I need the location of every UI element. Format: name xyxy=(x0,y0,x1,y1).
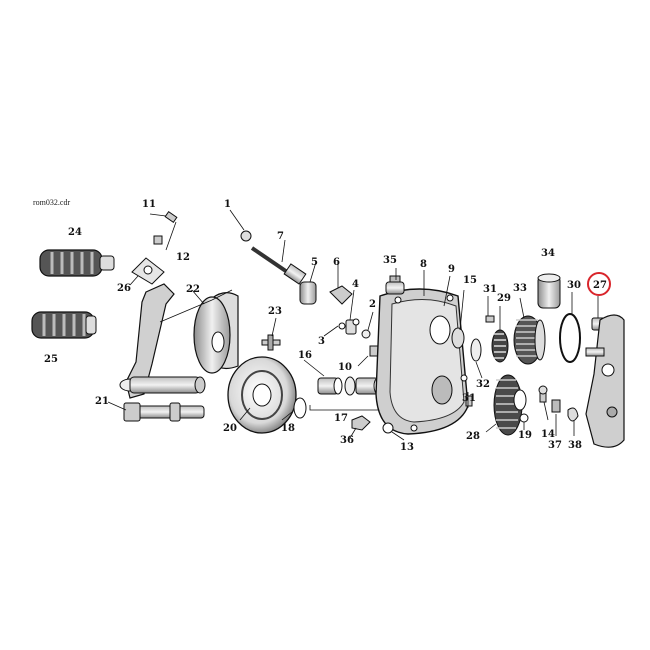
part-number-38: 38 xyxy=(568,440,582,451)
file-name-label: rom032.cdr xyxy=(33,198,71,207)
kicker-cover-plate xyxy=(193,292,239,374)
part-number-33: 33 xyxy=(513,283,527,294)
part-number-3: 3 xyxy=(318,336,325,347)
stud xyxy=(485,315,495,323)
part-number-5: 5 xyxy=(311,257,318,268)
part-number-11: 11 xyxy=(142,199,156,210)
part-number-6: 6 xyxy=(333,257,340,268)
part-number-22: 22 xyxy=(186,284,200,295)
kicker-shaft xyxy=(123,402,205,422)
part-number-36: 36 xyxy=(340,435,354,446)
part-number-16: 16 xyxy=(298,350,312,361)
bearing xyxy=(537,273,561,309)
part-number-17: 17 xyxy=(334,413,348,424)
part-number-4: 4 xyxy=(352,279,359,290)
footpeg-rubber-lower xyxy=(31,311,97,339)
drive-gear xyxy=(493,374,527,436)
spacer xyxy=(470,338,482,362)
retainer xyxy=(567,407,579,422)
part-number-10: 10 xyxy=(338,362,352,373)
clutch-gear xyxy=(513,315,546,365)
kicker-pedal xyxy=(131,210,178,285)
part-number-28: 28 xyxy=(466,431,480,442)
part-number-19: 19 xyxy=(518,430,532,441)
part-number-29: 29 xyxy=(497,293,511,304)
part-number-35: 35 xyxy=(383,255,397,266)
footpeg-rubber-upper xyxy=(39,249,115,277)
part-number-15: 15 xyxy=(463,275,477,286)
spring-clip xyxy=(361,329,371,339)
thrust-washer xyxy=(293,397,307,419)
part-number-24: 24 xyxy=(68,227,82,238)
part-number-18: 18 xyxy=(281,423,295,434)
highlight-circle xyxy=(587,272,611,296)
bushing-pair xyxy=(317,376,383,396)
part-number-32: 32 xyxy=(476,379,490,390)
shift-shaft xyxy=(250,246,307,285)
kicker-crank-arm xyxy=(119,283,206,399)
oil-seal xyxy=(451,327,465,349)
part-number-37: 37 xyxy=(548,440,562,451)
washer-small xyxy=(338,322,346,330)
nut xyxy=(351,415,371,431)
snap-ring xyxy=(559,313,581,363)
starter-gear xyxy=(491,329,509,363)
part-number-31b: 31 xyxy=(462,393,476,404)
gasket-washer xyxy=(382,422,394,434)
shift-lever xyxy=(299,281,317,305)
transmission-case xyxy=(585,314,625,448)
part-number-23: 23 xyxy=(268,306,282,317)
part-number-34: 34 xyxy=(541,248,555,259)
kick-spring-drum xyxy=(227,356,297,434)
shift-fork xyxy=(329,285,353,305)
part-number-12: 12 xyxy=(176,252,190,263)
part-number-14: 14 xyxy=(541,429,555,440)
part-number-8: 8 xyxy=(420,259,427,270)
part-number-30: 30 xyxy=(567,280,581,291)
leader-lines xyxy=(107,209,599,441)
part-number-2: 2 xyxy=(369,299,376,310)
filler-plug xyxy=(385,275,405,295)
part-number-25: 25 xyxy=(44,354,58,365)
part-number-7: 7 xyxy=(277,231,284,242)
transmission-cover xyxy=(375,288,469,435)
part-number-9: 9 xyxy=(448,264,455,275)
part-number-20: 20 xyxy=(223,423,237,434)
part-number-13: 13 xyxy=(400,442,414,453)
cover-screw xyxy=(261,334,281,351)
washer xyxy=(519,413,529,423)
part-number-26: 26 xyxy=(117,283,131,294)
part-number-31a: 31 xyxy=(483,284,497,295)
lock-washer xyxy=(240,230,252,242)
part-number-21: 21 xyxy=(95,396,109,407)
part-number-1: 1 xyxy=(224,199,231,210)
dowel-pin xyxy=(551,399,561,413)
